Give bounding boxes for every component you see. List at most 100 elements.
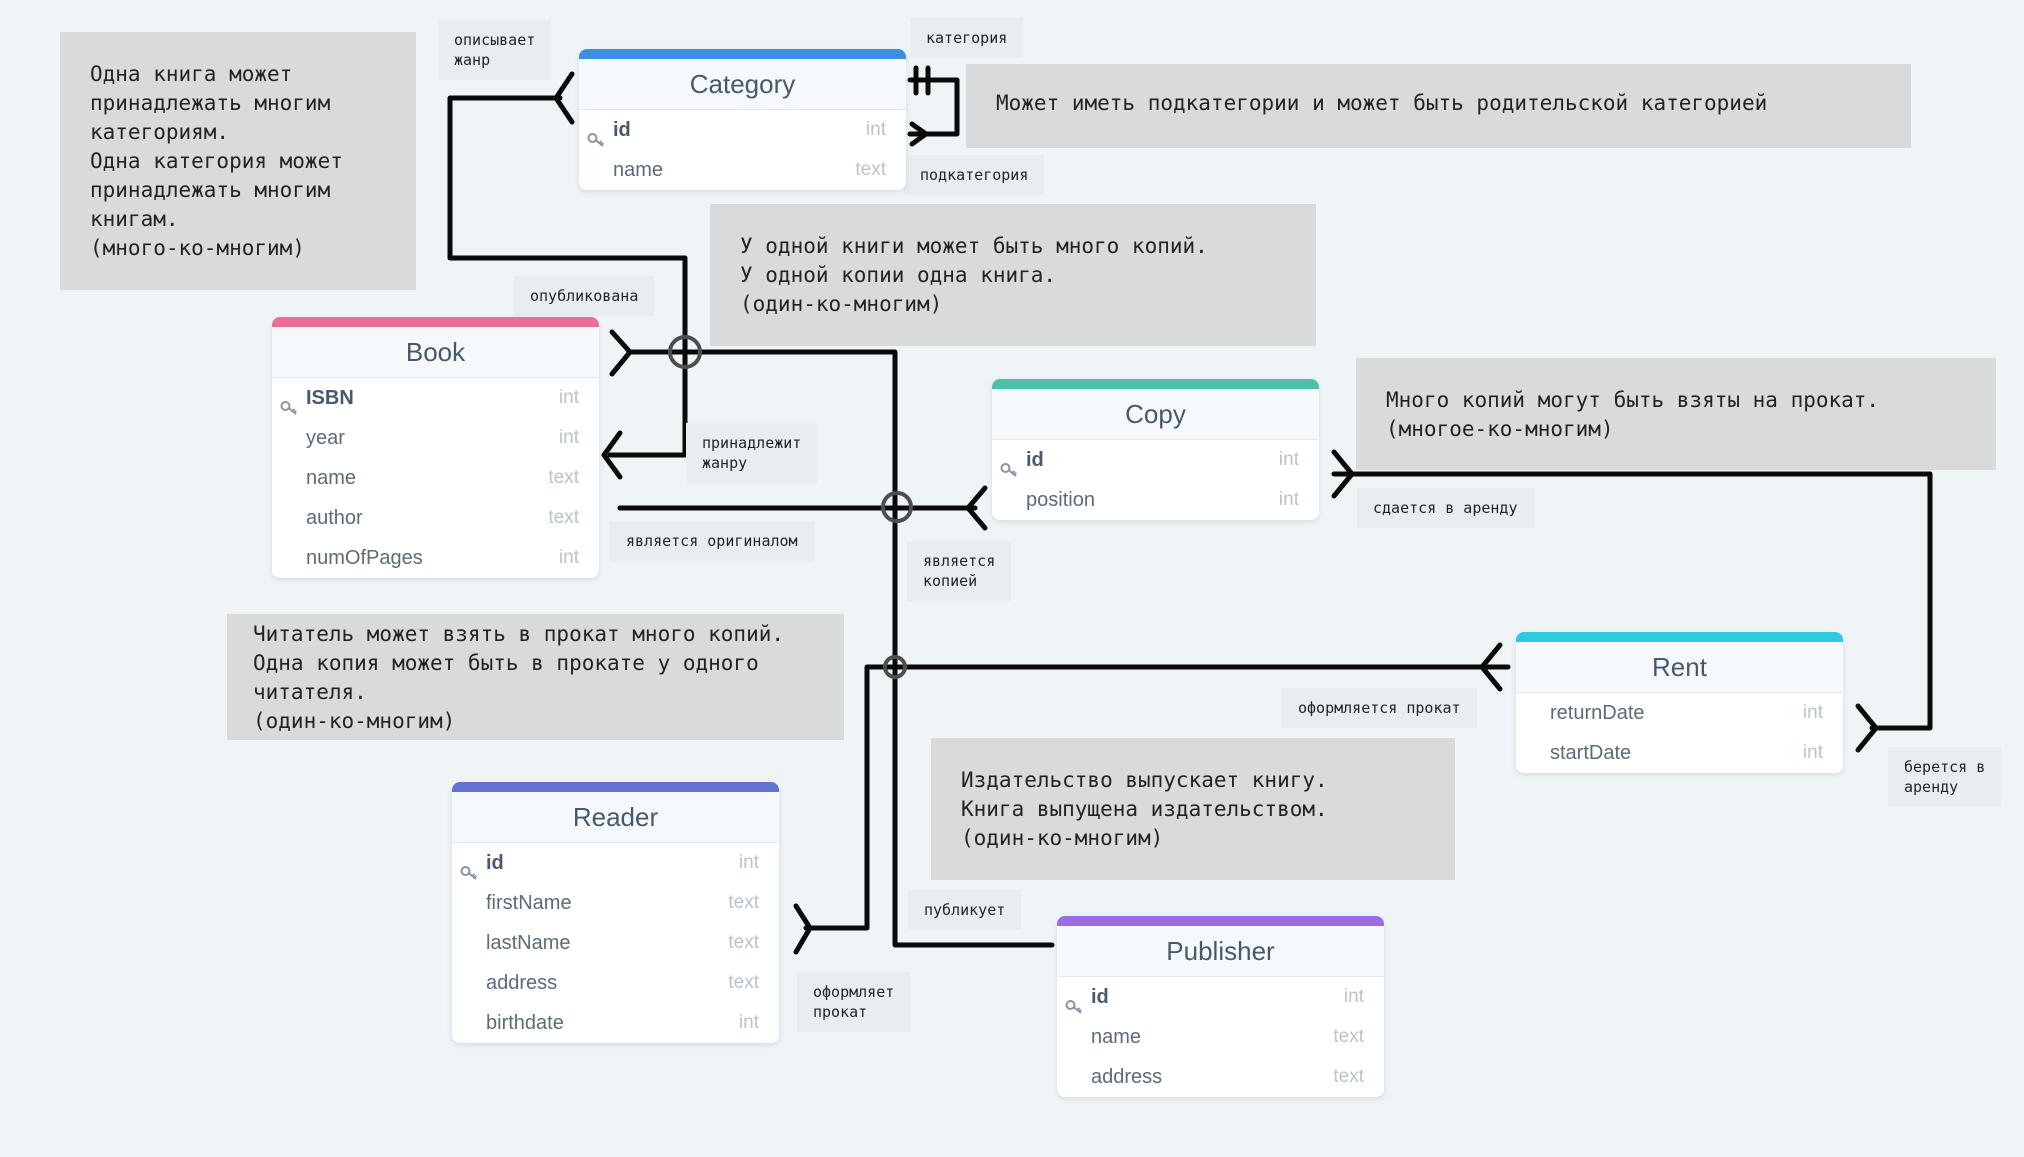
field-name: address <box>1091 1066 1163 1088</box>
table-field-row[interactable]: id int <box>579 110 906 150</box>
connector-book-category <box>447 95 688 458</box>
key-icon <box>280 390 298 415</box>
field-type: text <box>548 507 579 528</box>
field-type: int <box>1278 449 1299 470</box>
label-category: категория <box>910 18 1024 58</box>
zero-mark-book-genre <box>668 335 702 369</box>
key-icon <box>587 122 605 147</box>
field-type: text <box>1333 1026 1364 1047</box>
table-field-row[interactable]: name text <box>579 150 906 190</box>
table-field-row[interactable]: name text <box>1057 1017 1384 1057</box>
label-subcategory: подкатегория <box>904 155 1045 195</box>
field-type: int <box>1278 489 1299 510</box>
note-copy-rent: Много копий могут быть взяты на прокат. … <box>1356 358 1996 470</box>
field-name: position <box>1026 489 1095 511</box>
field-name: author <box>306 507 363 529</box>
crowfoot-subcategory <box>909 121 929 147</box>
field-type: text <box>728 892 759 913</box>
field-type: int <box>558 547 579 568</box>
field-name: firstName <box>486 892 572 914</box>
crowfoot-rent-issued <box>1479 642 1503 692</box>
table-color-bar <box>452 782 779 792</box>
table-field-row[interactable]: ISBN int <box>272 378 599 418</box>
table-name: Publisher <box>1057 926 1384 977</box>
label-issues-rent: оформляет прокат <box>797 972 911 1032</box>
field-type: int <box>1802 742 1823 763</box>
crowfoot-category-side <box>553 71 575 125</box>
table-name: Copy <box>992 389 1319 440</box>
label-is-original: является оригиналом <box>610 521 814 561</box>
key-icon <box>460 855 478 880</box>
key-icon <box>1065 989 1083 1014</box>
crowfoot-book-published <box>609 329 633 377</box>
field-name: ISBN <box>306 387 354 409</box>
table-color-bar <box>272 317 599 327</box>
table-field-row[interactable]: id int <box>1057 977 1384 1017</box>
table-color-bar <box>1057 916 1384 926</box>
table-name: Book <box>272 327 599 378</box>
connector-reader-side <box>803 664 875 931</box>
label-taken-for-rent: берется в аренду <box>1888 747 2002 807</box>
table-field-row[interactable]: position int <box>992 480 1319 520</box>
field-type: int <box>1802 702 1823 723</box>
zero-mark-book-copy <box>881 491 913 523</box>
note-reader-rent: Читатель может взять в прокат много копи… <box>227 614 844 740</box>
field-name: id <box>486 852 504 874</box>
field-type: text <box>1333 1066 1364 1087</box>
label-rented-out: сдается в аренду <box>1357 488 1534 528</box>
field-type: text <box>728 932 759 953</box>
label-publishes: публикует <box>908 890 1022 930</box>
label-published: опубликована <box>514 276 655 316</box>
field-name: name <box>613 159 664 181</box>
field-name: numOfPages <box>306 547 423 569</box>
table-field-row[interactable]: address text <box>1057 1057 1384 1097</box>
table-field-row[interactable]: year int <box>272 418 599 458</box>
field-name: name <box>306 467 357 489</box>
field-name: startDate <box>1550 742 1632 764</box>
crowfoot-book-genre <box>601 430 623 480</box>
table-field-row[interactable]: author text <box>272 498 599 538</box>
label-rent-issued: оформляется прокат <box>1282 688 1477 728</box>
table-field-row[interactable]: firstName text <box>452 883 779 923</box>
field-type: int <box>558 387 579 408</box>
table-field-row[interactable]: numOfPages int <box>272 538 599 578</box>
table-field-row[interactable]: name text <box>272 458 599 498</box>
zero-mark-reader-rent <box>883 655 907 679</box>
field-type: text <box>548 467 579 488</box>
table-field-row[interactable]: address text <box>452 963 779 1003</box>
table-color-bar <box>992 379 1319 389</box>
table-field-row[interactable]: startDate int <box>1516 733 1843 773</box>
crowfoot-rent-taken <box>1855 703 1879 753</box>
field-name: returnDate <box>1550 702 1645 724</box>
field-name: address <box>486 972 558 994</box>
field-type: int <box>1343 986 1364 1007</box>
field-type: int <box>558 427 579 448</box>
field-name: id <box>613 119 631 141</box>
field-name: id <box>1091 986 1109 1008</box>
field-type: int <box>865 119 886 140</box>
label-is-copy: является копией <box>907 541 1012 601</box>
field-name: year <box>306 427 345 449</box>
note-publisher-book: Издательство выпускает книгу. Книга выпу… <box>931 738 1455 880</box>
field-type: int <box>738 852 759 873</box>
note-subcategory: Может иметь подкатегории и может быть ро… <box>966 64 1911 148</box>
field-type: text <box>728 972 759 993</box>
field-type: text <box>855 159 886 180</box>
table-field-row[interactable]: returnDate int <box>1516 693 1843 733</box>
table-field-row[interactable]: id int <box>452 843 779 883</box>
crowfoot-reader-issues <box>793 903 813 955</box>
table-publisher[interactable]: Publisher id int name text address text <box>1057 916 1384 1097</box>
field-name: name <box>1091 1026 1142 1048</box>
connector-book-copy <box>629 349 978 511</box>
label-belongs-genre: принадлежит жанру <box>686 423 818 483</box>
